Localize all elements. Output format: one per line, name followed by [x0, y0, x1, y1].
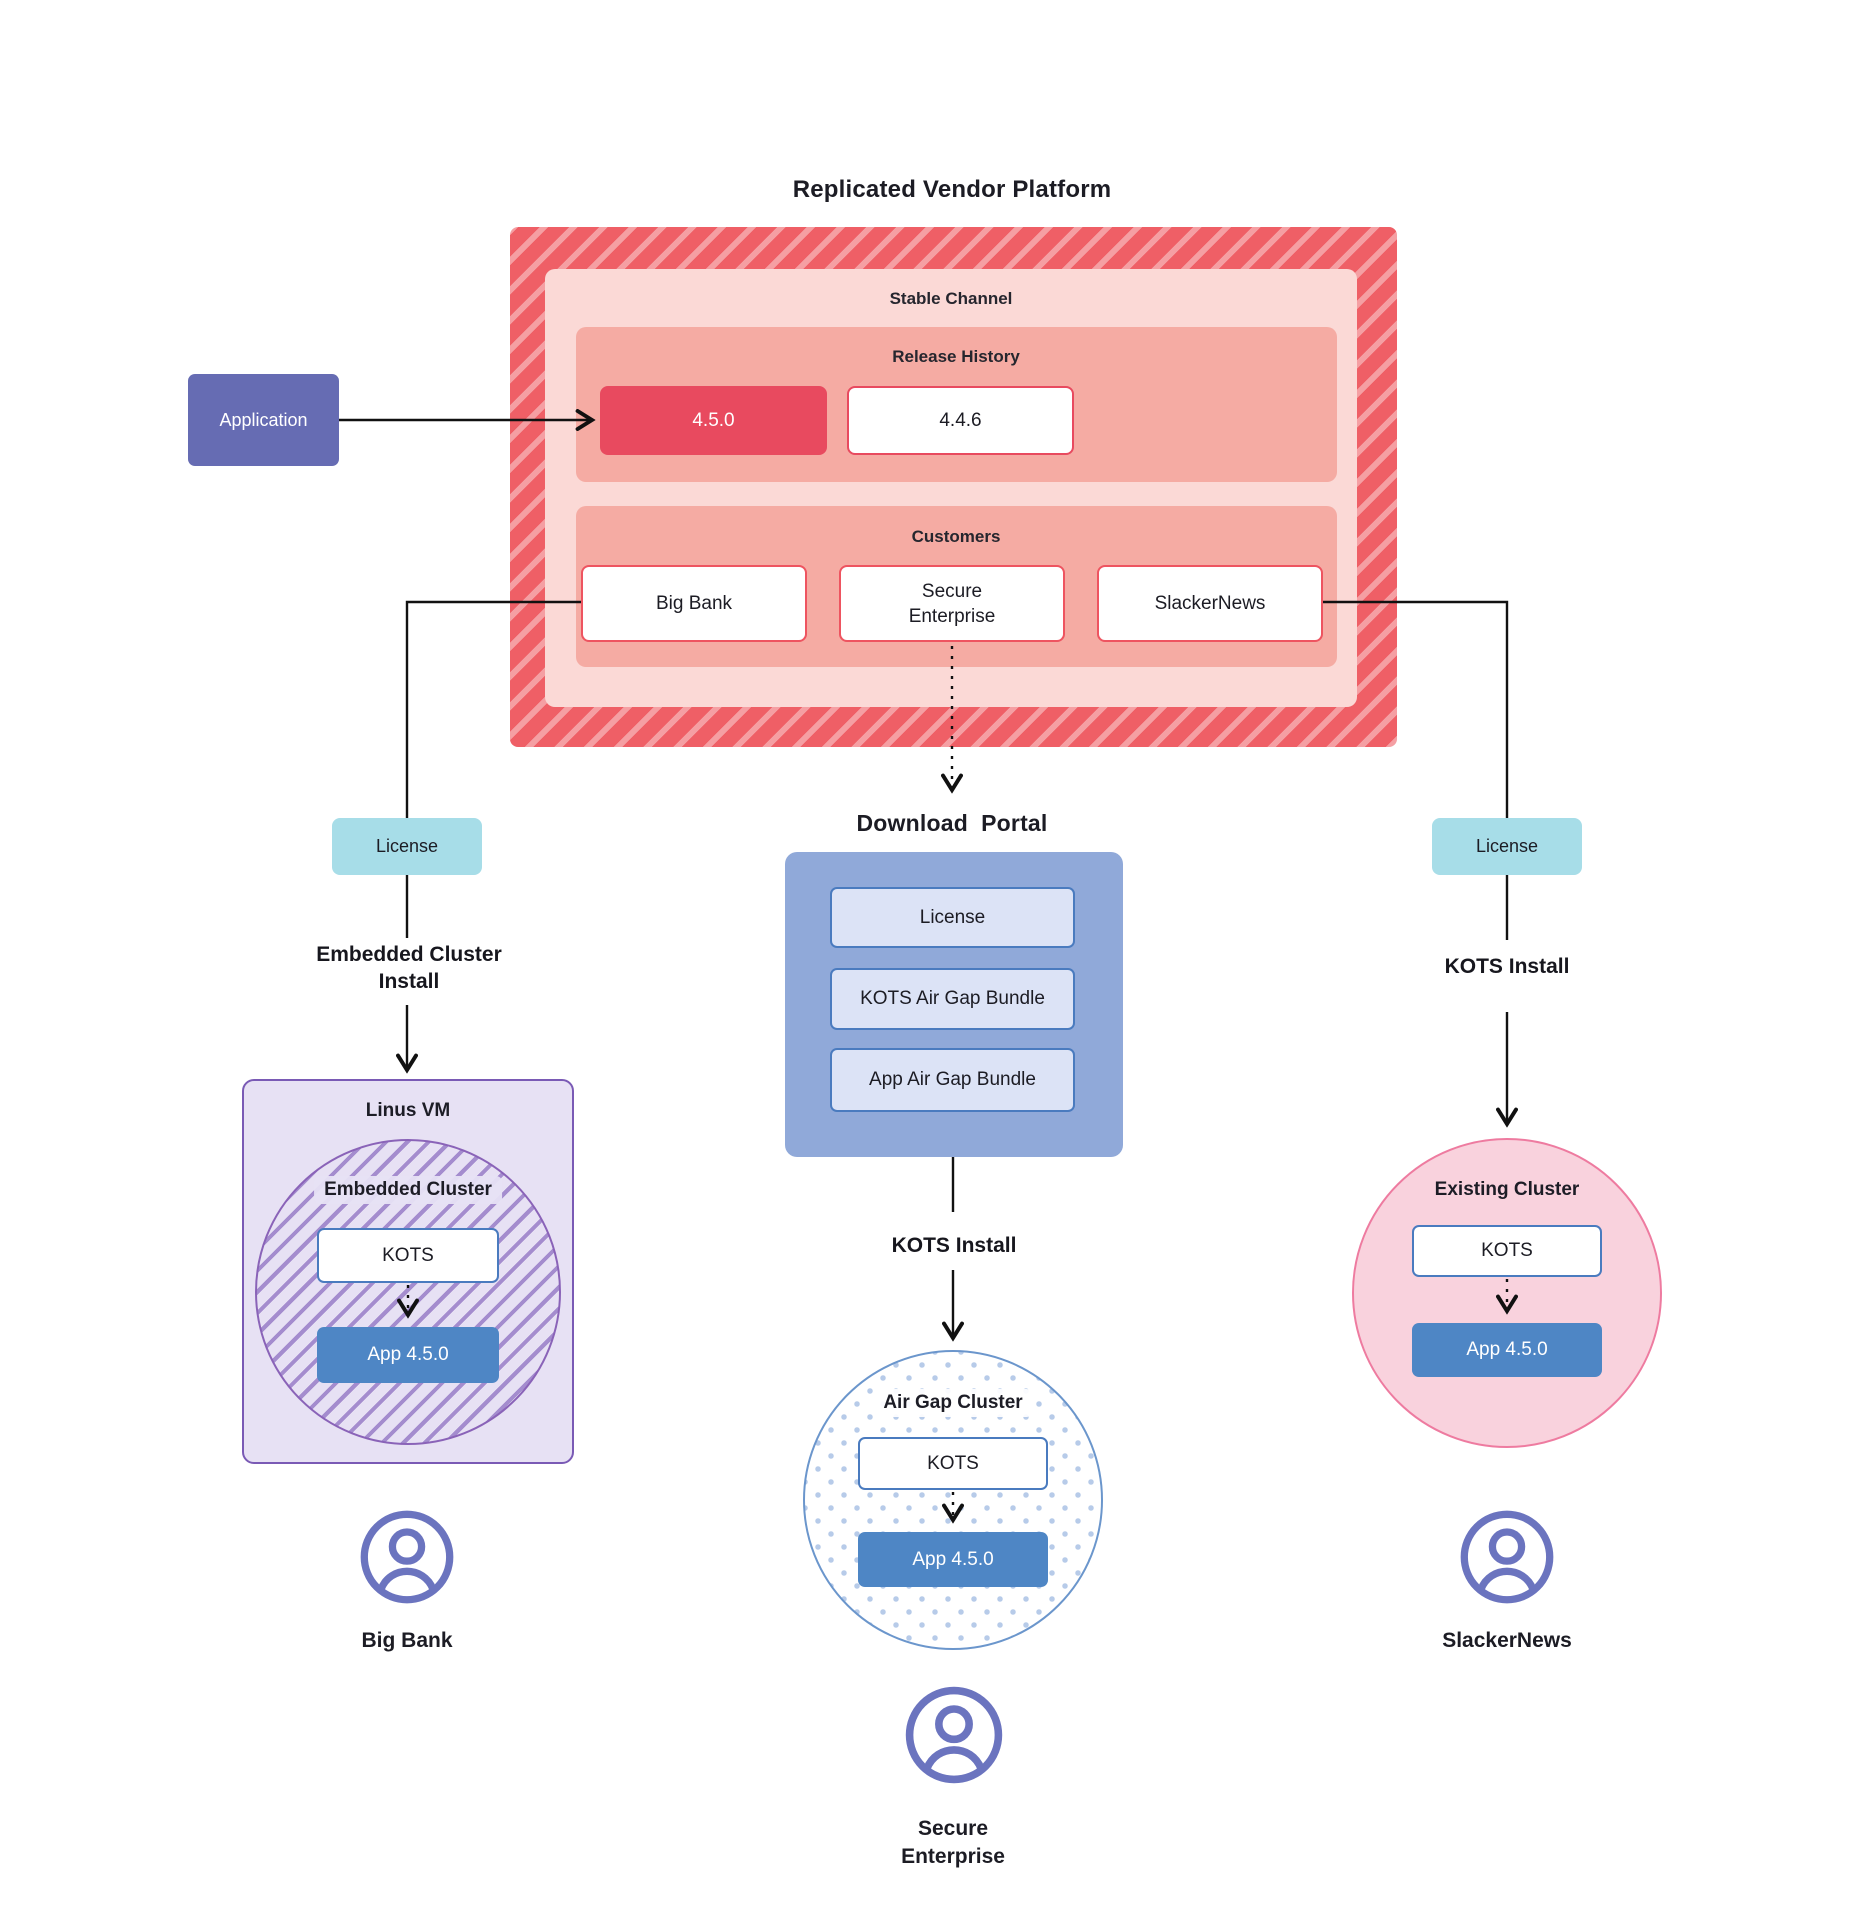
- center-install-label: KOTS Install: [891, 1234, 1017, 1257]
- right-install-label: KOTS Install: [1444, 955, 1570, 978]
- release-node-previous: 4.4.6: [847, 386, 1074, 455]
- right-app-node: App 4.5.0: [1412, 1323, 1602, 1377]
- release-node-current: 4.5.0: [600, 386, 827, 455]
- right-kots-node: KOTS: [1412, 1225, 1602, 1277]
- big-bank-user-icon: [360, 1510, 454, 1604]
- right-license-node: License: [1432, 818, 1582, 875]
- linus-vm-label: Linus VM: [365, 1100, 451, 1121]
- center-app-node: App 4.5.0: [858, 1532, 1048, 1587]
- release-history-label: Release History: [892, 347, 1020, 366]
- slackernews-user-icon: [1460, 1510, 1554, 1604]
- embedded-cluster-label: Embedded Cluster: [314, 1176, 502, 1204]
- stable-channel-label: Stable Channel: [889, 289, 1013, 308]
- application-node: Application: [188, 374, 339, 466]
- portal-kots-bundle-item: KOTS Air Gap Bundle: [830, 968, 1075, 1030]
- customer-big-bank-node: Big Bank: [581, 565, 807, 642]
- customer-secure-enterprise-node: Secure Enterprise: [839, 565, 1065, 642]
- secure-enterprise-user-icon: [905, 1686, 1003, 1784]
- air-gap-cluster-label: Air Gap Cluster: [873, 1389, 1033, 1417]
- left-kots-node: KOTS: [317, 1228, 499, 1283]
- embedded-cluster-circle: [255, 1139, 561, 1445]
- customer-slackernews-node: SlackerNews: [1097, 565, 1323, 642]
- slackernews-user-label: SlackerNews: [1442, 1629, 1572, 1652]
- existing-cluster-label: Existing Cluster: [1434, 1179, 1580, 1200]
- portal-app-bundle-item: App Air Gap Bundle: [830, 1048, 1075, 1112]
- left-install-label: Embedded Cluster Install: [316, 943, 502, 993]
- portal-license-item: License: [830, 887, 1075, 948]
- left-license-node: License: [332, 818, 482, 875]
- center-kots-node: KOTS: [858, 1437, 1048, 1490]
- download-portal-title: Download Portal: [856, 810, 1048, 836]
- big-bank-user-label: Big Bank: [361, 1629, 453, 1652]
- customers-label: Customers: [911, 527, 1001, 546]
- diagram-title: Replicated Vendor Platform: [792, 176, 1112, 203]
- left-app-node: App 4.5.0: [317, 1327, 499, 1383]
- existing-cluster-circle: [1352, 1138, 1662, 1448]
- secure-enterprise-user-label: Secure Enterprise: [901, 1817, 1005, 1868]
